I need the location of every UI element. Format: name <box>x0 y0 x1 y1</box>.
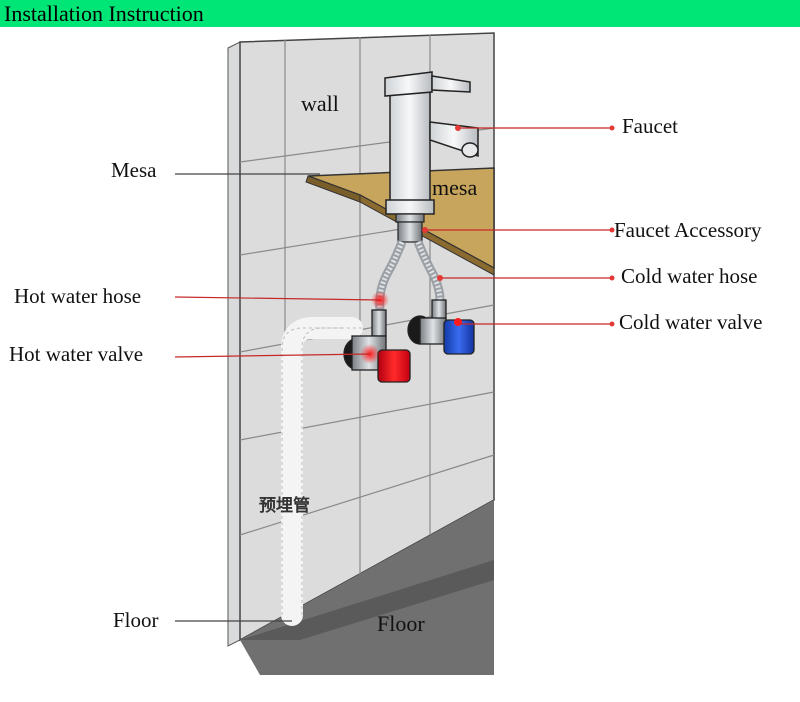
callout-faucet: Faucet <box>622 114 678 138</box>
wall-side <box>227 41 241 647</box>
mesa-inline-label: mesa <box>432 175 478 200</box>
faucet-body <box>384 71 479 215</box>
callout-cold-water-valve: Cold water valve <box>619 310 763 334</box>
callout-hot-water-valve: Hot water valve <box>9 342 144 366</box>
callout-cold-water-hose: Cold water hose <box>621 264 758 288</box>
floor-shadow <box>240 560 494 640</box>
wall-label: wall <box>301 91 339 116</box>
faucet-accessory <box>395 213 425 243</box>
callout-faucet-accessory: Faucet Accessory <box>614 218 762 242</box>
callout-dots <box>422 125 615 327</box>
callout-floor: Floor <box>113 608 159 632</box>
page-title: Installation Instruction <box>4 1 204 26</box>
callout-mesa: Mesa <box>111 158 157 182</box>
cold-water-valve <box>407 299 475 355</box>
floor-inline-label: Floor <box>377 611 425 636</box>
embedded-pipe-label: 预埋管 <box>259 496 310 516</box>
callout-lines <box>174 127 612 358</box>
header-bar: Installation Instruction <box>0 0 800 27</box>
hot-water-valve <box>343 309 411 383</box>
callout-hot-water-hose: Hot water hose <box>14 284 142 308</box>
